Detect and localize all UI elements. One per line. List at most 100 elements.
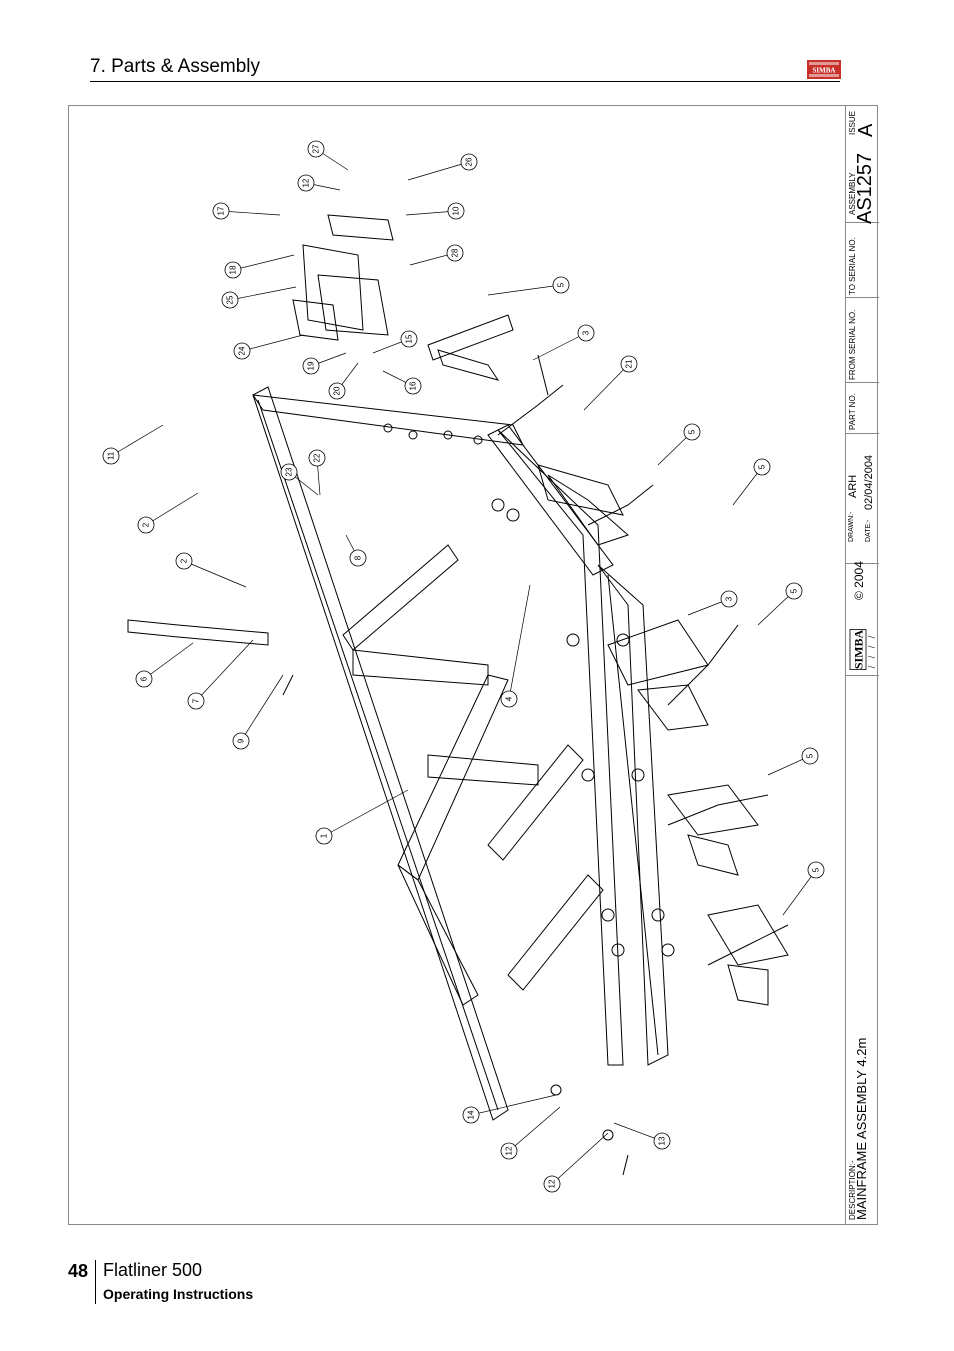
- description: MAINFRAME ASSEMBLY 4.2m: [854, 1037, 869, 1220]
- part-callout: 14: [462, 1106, 480, 1124]
- title-block-divider: [846, 433, 879, 434]
- callout-number: 12: [505, 1146, 514, 1155]
- callout-number: 23: [285, 467, 294, 476]
- issue-value: A: [855, 123, 877, 137]
- callout-number: 4: [505, 696, 514, 701]
- title-block-divider: [846, 222, 879, 223]
- callout-leader: [583, 363, 630, 411]
- callout-leader: [240, 674, 284, 742]
- footer-divider: [95, 1260, 96, 1304]
- part-callout: 5: [807, 861, 825, 879]
- callout-number: 11: [107, 451, 116, 460]
- callout-number: 3: [582, 330, 591, 335]
- part-callout: 2: [175, 552, 193, 570]
- part-callout: 1: [315, 827, 333, 845]
- title-block-divider: [846, 563, 879, 564]
- callout-number: 5: [806, 753, 815, 758]
- part-callout: 26: [460, 153, 478, 171]
- callout-balloon: [785, 582, 803, 600]
- callout-number: 26: [465, 157, 474, 166]
- drawing-frame: [68, 105, 878, 1225]
- callout-number: 22: [313, 453, 322, 462]
- callout-number: 7: [192, 698, 201, 703]
- callout-leader: [487, 284, 562, 296]
- part-callout: 16: [404, 377, 422, 395]
- callout-balloon: [349, 549, 367, 567]
- callout-number: 17: [217, 206, 226, 215]
- simba-logo-icon: SIMBA: [807, 60, 841, 79]
- callout-number: 25: [226, 295, 235, 304]
- callout-balloon: [720, 590, 738, 608]
- callout-leader: [613, 1122, 663, 1142]
- callout-balloon: [175, 552, 193, 570]
- part-callout: 8: [349, 549, 367, 567]
- callout-leader: [183, 560, 247, 588]
- simba-logo-icon: SIMBA: [849, 629, 876, 670]
- callout-number: 9: [237, 738, 246, 743]
- callout-leader: [195, 639, 254, 702]
- callout-number: 8: [354, 555, 363, 560]
- callout-leader: [241, 334, 304, 352]
- callout-number: 12: [548, 1179, 557, 1188]
- callout-balloon: [404, 377, 422, 395]
- callout-number: 19: [307, 361, 316, 370]
- part-callout: 5: [753, 458, 771, 476]
- callout-leader: [143, 642, 194, 680]
- callout-balloon: [328, 382, 346, 400]
- callout-balloon: [446, 244, 464, 262]
- callout-number: 15: [405, 334, 414, 343]
- callout-number: 18: [229, 265, 238, 274]
- callout-number: 10: [452, 206, 461, 215]
- date-label: DATE:-: [865, 519, 872, 542]
- header-rule: [90, 81, 840, 82]
- simba-brand-text: SIMBA: [852, 629, 866, 669]
- callout-number: 16: [409, 381, 418, 390]
- callout-number: 2: [142, 522, 151, 527]
- assembly-number: AS1257: [854, 152, 876, 224]
- callout-number: 28: [451, 248, 460, 257]
- callout-balloon: [102, 447, 120, 465]
- title-block-divider: [846, 382, 879, 383]
- callout-balloon: [462, 1106, 480, 1124]
- callout-number: 14: [467, 1110, 476, 1119]
- callout-balloon: [620, 355, 638, 373]
- callout-balloon: [302, 357, 320, 375]
- title-block-divider: [846, 675, 879, 676]
- callout-number: 3: [725, 596, 734, 601]
- callout-number: 5: [758, 464, 767, 469]
- part-callout: 5: [801, 747, 819, 765]
- callout-number: 13: [658, 1136, 667, 1145]
- part-callout: 10: [447, 202, 465, 220]
- part-callout: 20: [328, 382, 346, 400]
- callout-balloon: [500, 1142, 518, 1160]
- copyright: © 2004: [852, 561, 866, 600]
- callout-balloon: [807, 861, 825, 879]
- part-callout: 22: [308, 449, 326, 467]
- callout-balloon: [315, 827, 333, 845]
- part-callout: 9: [232, 732, 250, 750]
- callout-leader: [782, 869, 817, 916]
- part-callout: 25: [221, 291, 239, 309]
- callout-number: 5: [557, 282, 566, 287]
- part-callout: 2: [137, 516, 155, 534]
- part-no-label: PART NO.: [848, 393, 857, 430]
- part-callout: 5: [552, 276, 570, 294]
- callout-leader: [220, 210, 281, 216]
- part-callout: 11: [102, 447, 120, 465]
- callout-number: 2: [180, 558, 189, 563]
- callout-balloon: [753, 458, 771, 476]
- callout-number: 21: [625, 359, 634, 368]
- part-callout: 13: [653, 1132, 671, 1150]
- part-callout: 12: [297, 174, 315, 192]
- callout-balloon: [232, 732, 250, 750]
- callout-leader: [407, 161, 470, 181]
- callout-balloon: [447, 202, 465, 220]
- callout-balloon: [233, 342, 251, 360]
- part-callout: 24: [233, 342, 251, 360]
- part-callout: 4: [500, 690, 518, 708]
- callout-balloon: [308, 449, 326, 467]
- callout-balloon: [500, 690, 518, 708]
- document-subtitle: Operating Instructions: [103, 1286, 254, 1302]
- part-callout: 3: [577, 324, 595, 342]
- title-block-divider: [846, 297, 879, 298]
